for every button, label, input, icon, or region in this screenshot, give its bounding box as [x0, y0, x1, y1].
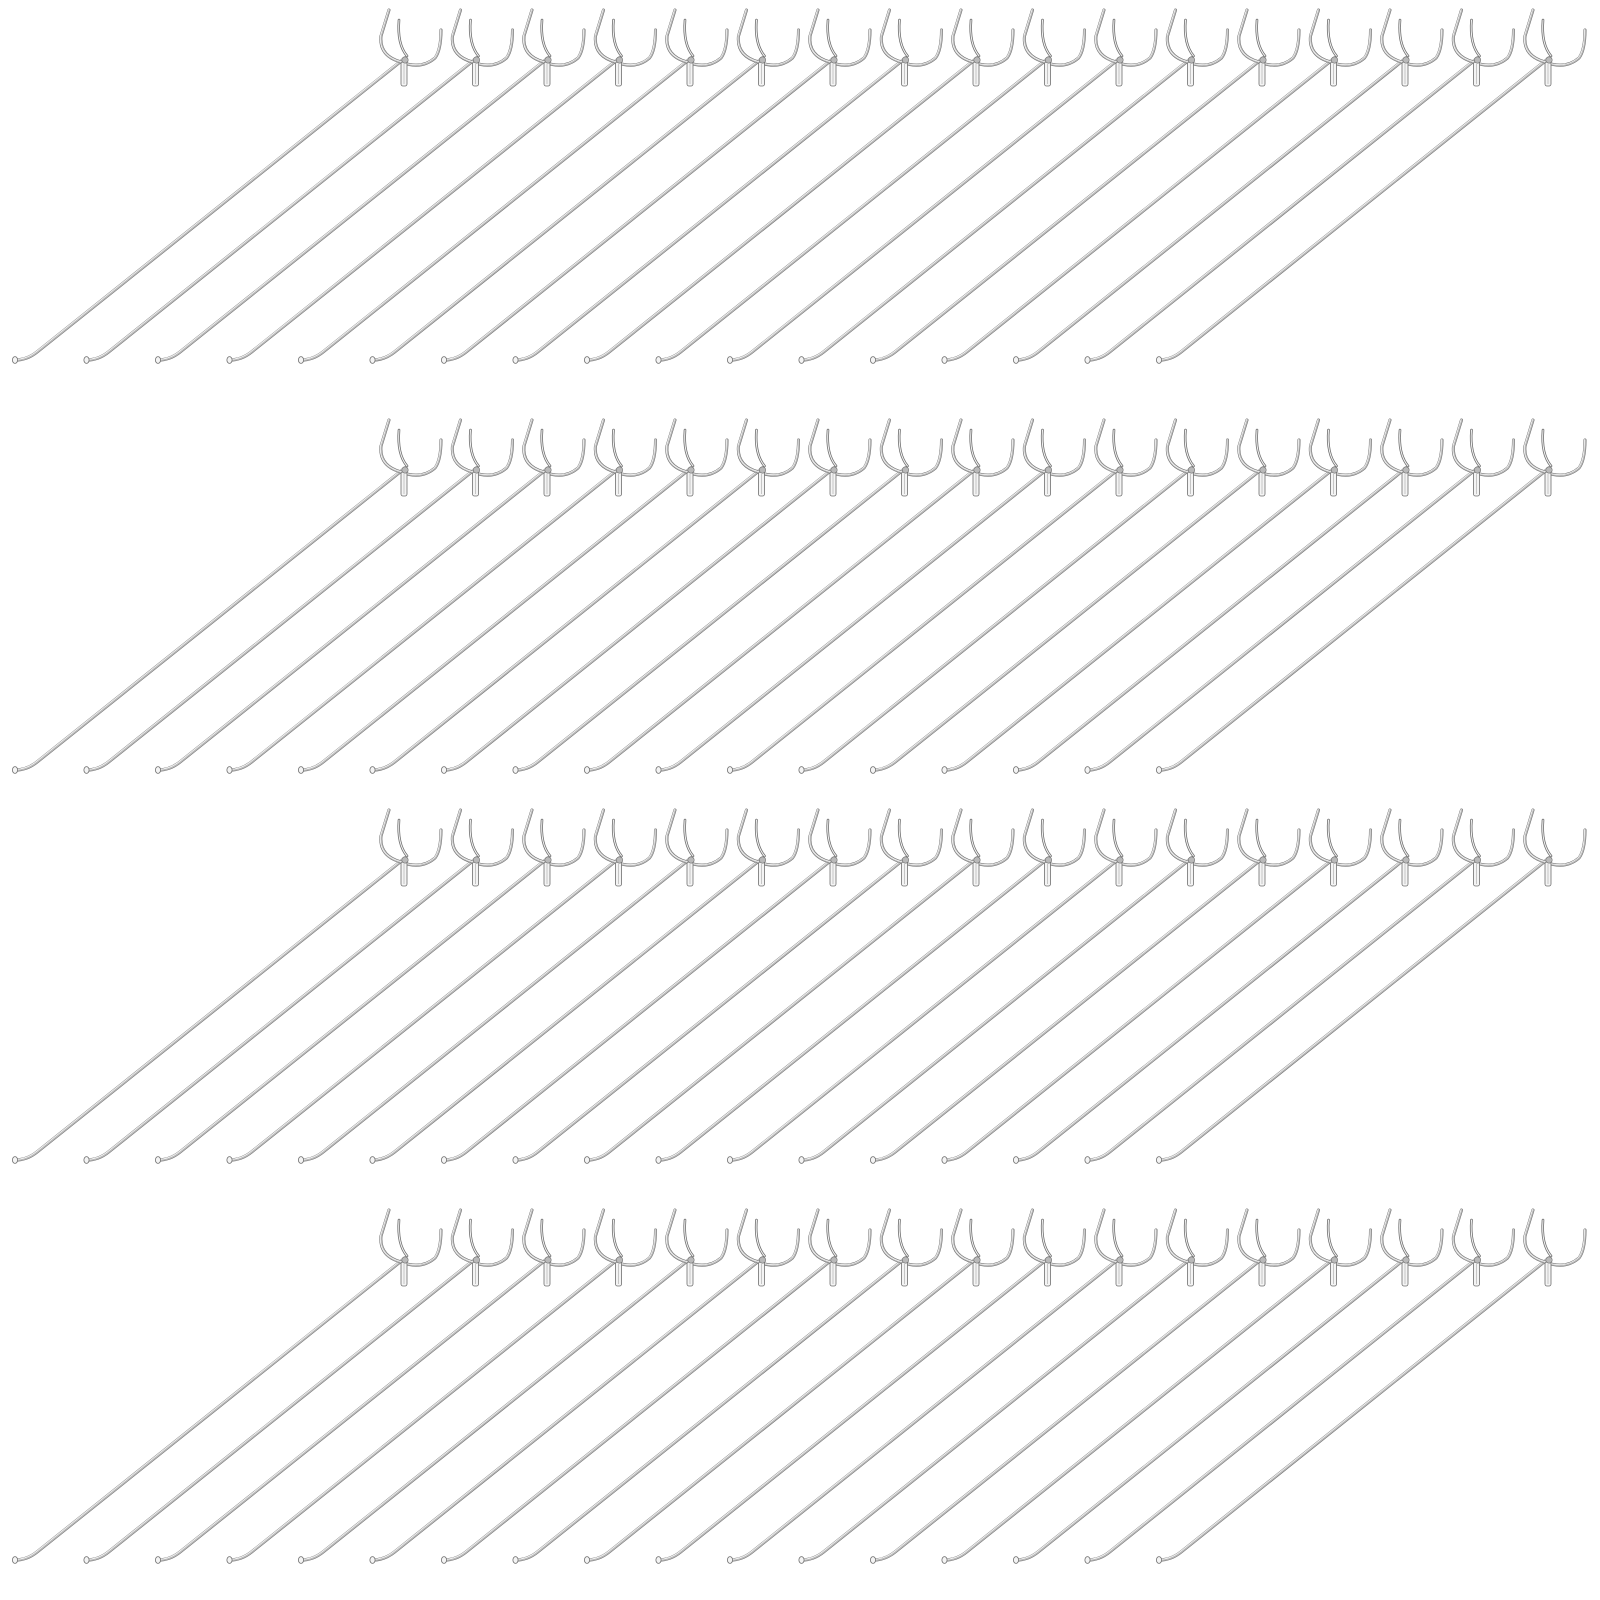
pegboard-hook	[1156, 418, 1587, 774]
pegboard-hook	[1013, 1208, 1444, 1564]
pegboard-hook	[1013, 418, 1444, 774]
pegboard-hook	[655, 8, 1086, 364]
pegboard-hook	[11, 1208, 443, 1564]
pegboard-hook	[226, 8, 657, 364]
pegboard-hook	[154, 1208, 586, 1564]
hook-grid	[11, 8, 1587, 1564]
hook-row	[11, 418, 1587, 774]
pegboard-hook	[584, 808, 1015, 1164]
pegboard-hook	[369, 8, 800, 364]
hook-row	[11, 808, 1587, 1164]
pegboard-hook	[727, 808, 1158, 1164]
pegboard-hook	[154, 418, 586, 774]
pegboard-hook	[941, 8, 1372, 364]
pegboard-hook	[798, 418, 1229, 774]
hook-row	[11, 1208, 1587, 1564]
pegboard-hook	[83, 808, 514, 1164]
pegboard-hook	[369, 808, 800, 1164]
pegboard-hook	[1156, 8, 1587, 364]
pegboard-hook	[11, 418, 443, 774]
pegboard-hook	[584, 1208, 1015, 1564]
pegboard-hook	[11, 8, 443, 364]
pegboard-hook	[1084, 1208, 1515, 1564]
pegboard-hook	[83, 1208, 514, 1564]
pegboard-hook	[941, 1208, 1372, 1564]
pegboard-hook	[83, 418, 514, 774]
pegboard-hook	[154, 8, 586, 364]
pegboard-hook	[11, 808, 443, 1164]
pegboard-hook	[655, 418, 1086, 774]
pegboard-hook	[727, 8, 1158, 364]
pegboard-hook	[226, 1208, 657, 1564]
pegboard-hook	[83, 8, 514, 364]
pegboard-hook	[870, 808, 1301, 1164]
pegboard-hook	[870, 1208, 1301, 1564]
pegboard-hook	[440, 1208, 872, 1564]
pegboard-hook	[870, 8, 1301, 364]
pegboard-hook	[655, 1208, 1086, 1564]
pegboard-hook	[1084, 8, 1515, 364]
pegboard-hook	[1013, 8, 1444, 364]
pegboard-hook	[226, 418, 657, 774]
pegboard-hook	[870, 418, 1301, 774]
pegboard-hook	[1084, 418, 1515, 774]
pegboard-hook	[1156, 1208, 1587, 1564]
pegboard-hook	[297, 8, 729, 364]
pegboard-hook	[154, 808, 586, 1164]
pegboard-hook	[512, 8, 943, 364]
pegboard-hook	[512, 1208, 943, 1564]
pegboard-hook	[941, 418, 1372, 774]
pegboard-hook	[369, 418, 800, 774]
pegboard-hook	[369, 1208, 800, 1564]
pegboard-hook	[226, 808, 657, 1164]
hook-row	[11, 8, 1587, 364]
pegboard-hook	[440, 808, 872, 1164]
pegboard-hook	[941, 808, 1372, 1164]
pegboard-hook	[512, 808, 943, 1164]
pegboard-hook	[512, 418, 943, 774]
pegboard-hook	[1013, 808, 1444, 1164]
pegboard-hook	[297, 418, 729, 774]
pegboard-hook	[584, 418, 1015, 774]
pegboard-hook	[727, 418, 1158, 774]
pegboard-hook	[440, 418, 872, 774]
pegboard-hook	[297, 808, 729, 1164]
pegboard-hook	[798, 8, 1229, 364]
pegboard-hook	[1084, 808, 1515, 1164]
pegboard-hook	[798, 808, 1229, 1164]
pegboard-hook	[584, 8, 1015, 364]
pegboard-hook	[798, 1208, 1229, 1564]
pegboard-hook	[440, 8, 872, 364]
pegboard-hook	[655, 808, 1086, 1164]
pegboard-hook	[297, 1208, 729, 1564]
pegboard-hook	[727, 1208, 1158, 1564]
pegboard-hook	[1156, 808, 1587, 1164]
